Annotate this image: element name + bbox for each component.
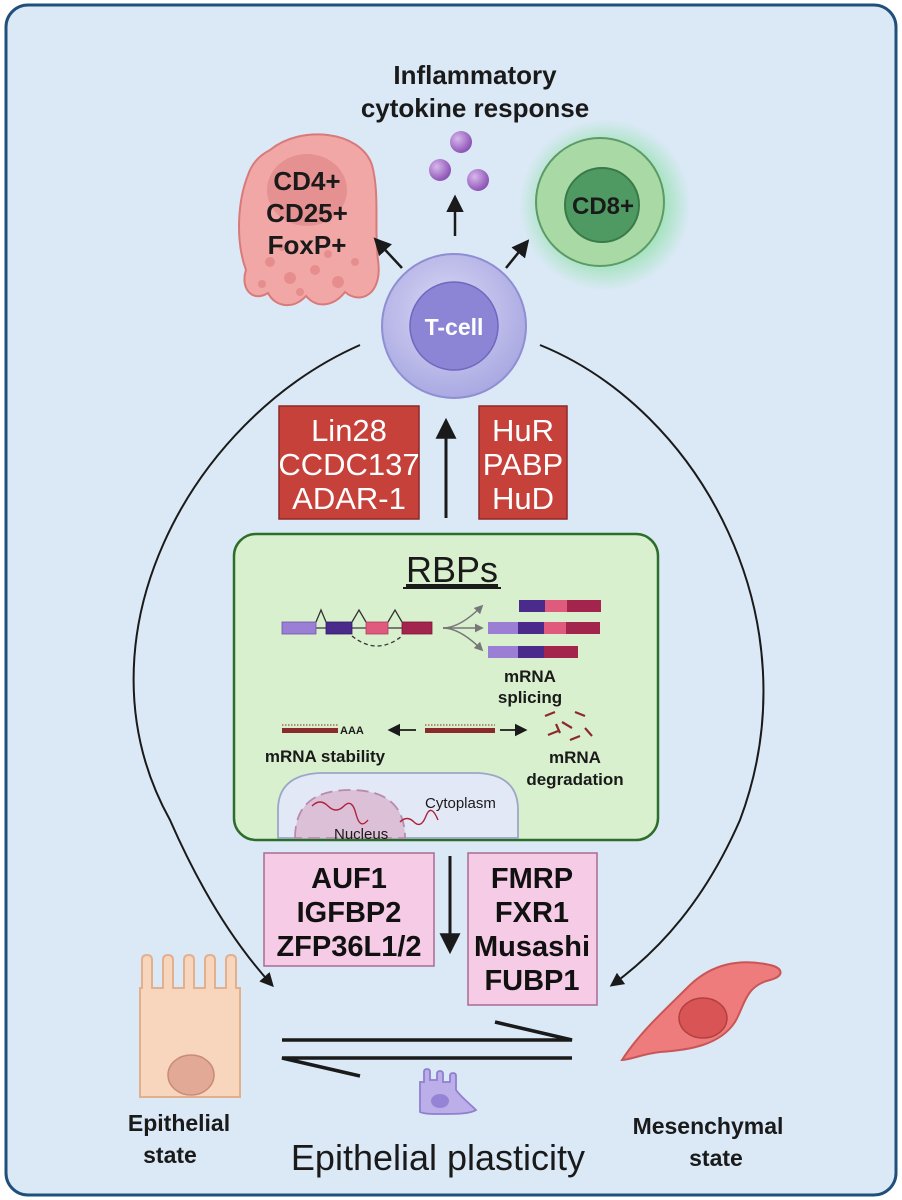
header-line1: Inflammatory <box>393 60 557 90</box>
pink-box-left: AUF1 IGFBP2 ZFP36L1/2 <box>263 852 435 967</box>
treg-granules <box>258 245 359 296</box>
red-box-left-item: ADAR-1 <box>292 481 406 516</box>
header-line2: cytokine response <box>361 93 589 123</box>
forward-half-arrow <box>282 1020 573 1042</box>
epithelial-cell-body <box>139 953 241 1098</box>
pink-box-right-item: FUBP1 <box>484 965 579 997</box>
pink-box-left-item: ZFP36L1/2 <box>276 931 421 963</box>
treg-label-line3: FoxP+ <box>268 230 347 260</box>
epithelial-label-line1: Epithelial <box>128 1110 230 1136</box>
mesenchymal-label-line1: Mesenchymal <box>633 1113 784 1139</box>
pink-box-left-item: IGFBP2 <box>297 897 402 929</box>
cytokine-sphere <box>450 131 472 153</box>
poly-a-tail: AAA <box>340 725 364 737</box>
cytokine-spheres <box>429 131 489 191</box>
degradation-label-line1: mRNA <box>549 748 601 767</box>
exon-3 <box>365 621 389 635</box>
spliced-isoform-2 <box>488 622 600 634</box>
exon-2 <box>325 621 353 635</box>
cd8-cell-nucleus <box>564 167 640 243</box>
red-box-right-item: PABP <box>483 447 563 482</box>
cytokine-sphere <box>467 169 489 191</box>
cd8-label: CD8+ <box>572 193 634 220</box>
t-cell-nucleus <box>409 281 499 371</box>
red-box-right: HuR PABP HuD <box>478 405 568 520</box>
epithelial-label-line2: state <box>143 1142 197 1168</box>
splicing-arrows <box>442 604 484 652</box>
red-box-right-bg <box>478 405 568 520</box>
pre-mrna <box>281 608 433 647</box>
pink-box-right-bg <box>467 852 598 1006</box>
intermediate-cell <box>419 1068 478 1115</box>
red-box-left-item: Lin28 <box>311 413 387 448</box>
t-cell: T-cell <box>381 253 527 399</box>
center-mrna <box>425 724 495 733</box>
mesenchymal-cell <box>620 961 782 1062</box>
pink-box-right: FMRP FXR1 Musashi FUBP1 <box>467 852 598 1006</box>
intermediate-cell-nucleus <box>431 1094 449 1108</box>
red-box-left-bg <box>278 405 420 520</box>
pink-box-left-item: AUF1 <box>311 863 387 895</box>
rbp-panel: RBPs <box>232 532 660 843</box>
epithelial-cell-nucleus <box>167 1054 215 1096</box>
cytoplasm-label: Cytoplasm <box>425 795 496 812</box>
mesenchymal-label-line2: state <box>689 1145 743 1171</box>
stable-mrna <box>282 724 338 733</box>
rbp-title: RBPs <box>406 549 498 590</box>
treg-cell: CD4+ CD25+ FoxP+ <box>238 133 380 306</box>
curve-arrow-to-epithelial <box>132 344 361 988</box>
red-box-right-item: HuD <box>492 481 554 516</box>
cytokine-sphere <box>429 159 451 181</box>
cd8-cell: CD8+ <box>519 119 691 291</box>
exon-1 <box>281 621 317 635</box>
degraded-mrna-fragments <box>544 710 593 742</box>
epithelial-cell <box>139 953 241 1098</box>
t-cell-label: T-cell <box>425 314 484 340</box>
degradation-label-line2: degradation <box>526 770 623 789</box>
treg-label-line1: CD4+ <box>273 166 340 196</box>
nucleus-label: Nucleus <box>334 826 388 843</box>
red-box-left-item: CCDC137 <box>278 447 419 482</box>
red-box-right-item: HuR <box>492 413 554 448</box>
spliced-isoform-3 <box>488 646 578 658</box>
pink-box-left-bg <box>263 852 435 967</box>
arrow-to-cd8 <box>505 239 530 269</box>
pink-box-right-item: FXR1 <box>495 897 569 929</box>
mesenchymal-cell-nucleus <box>678 997 728 1039</box>
exon-4 <box>401 621 433 635</box>
treg-cell-nucleus <box>267 154 347 226</box>
pink-box-right-item: Musashi <box>474 931 590 963</box>
splicing-label-line2: splicing <box>498 688 562 707</box>
spliced-isoform-1 <box>519 600 601 612</box>
pink-box-right-item: FMRP <box>491 863 573 895</box>
nuclear-mrna <box>311 801 369 825</box>
footer-title: Epithelial plasticity <box>291 1137 585 1178</box>
red-box-left: Lin28 CCDC137 ADAR-1 <box>278 405 420 520</box>
reverse-half-arrow <box>281 1056 572 1078</box>
equilibrium-arrows <box>281 1020 573 1078</box>
cytoplasmic-mrna <box>399 809 439 826</box>
treg-label-line2: CD25+ <box>266 198 348 228</box>
curve-arrow-to-mesenchymal <box>539 344 765 987</box>
splicing-label-line1: mRNA <box>504 667 556 686</box>
stability-label: mRNA stability <box>265 747 386 766</box>
arrow-to-treg <box>373 237 403 269</box>
